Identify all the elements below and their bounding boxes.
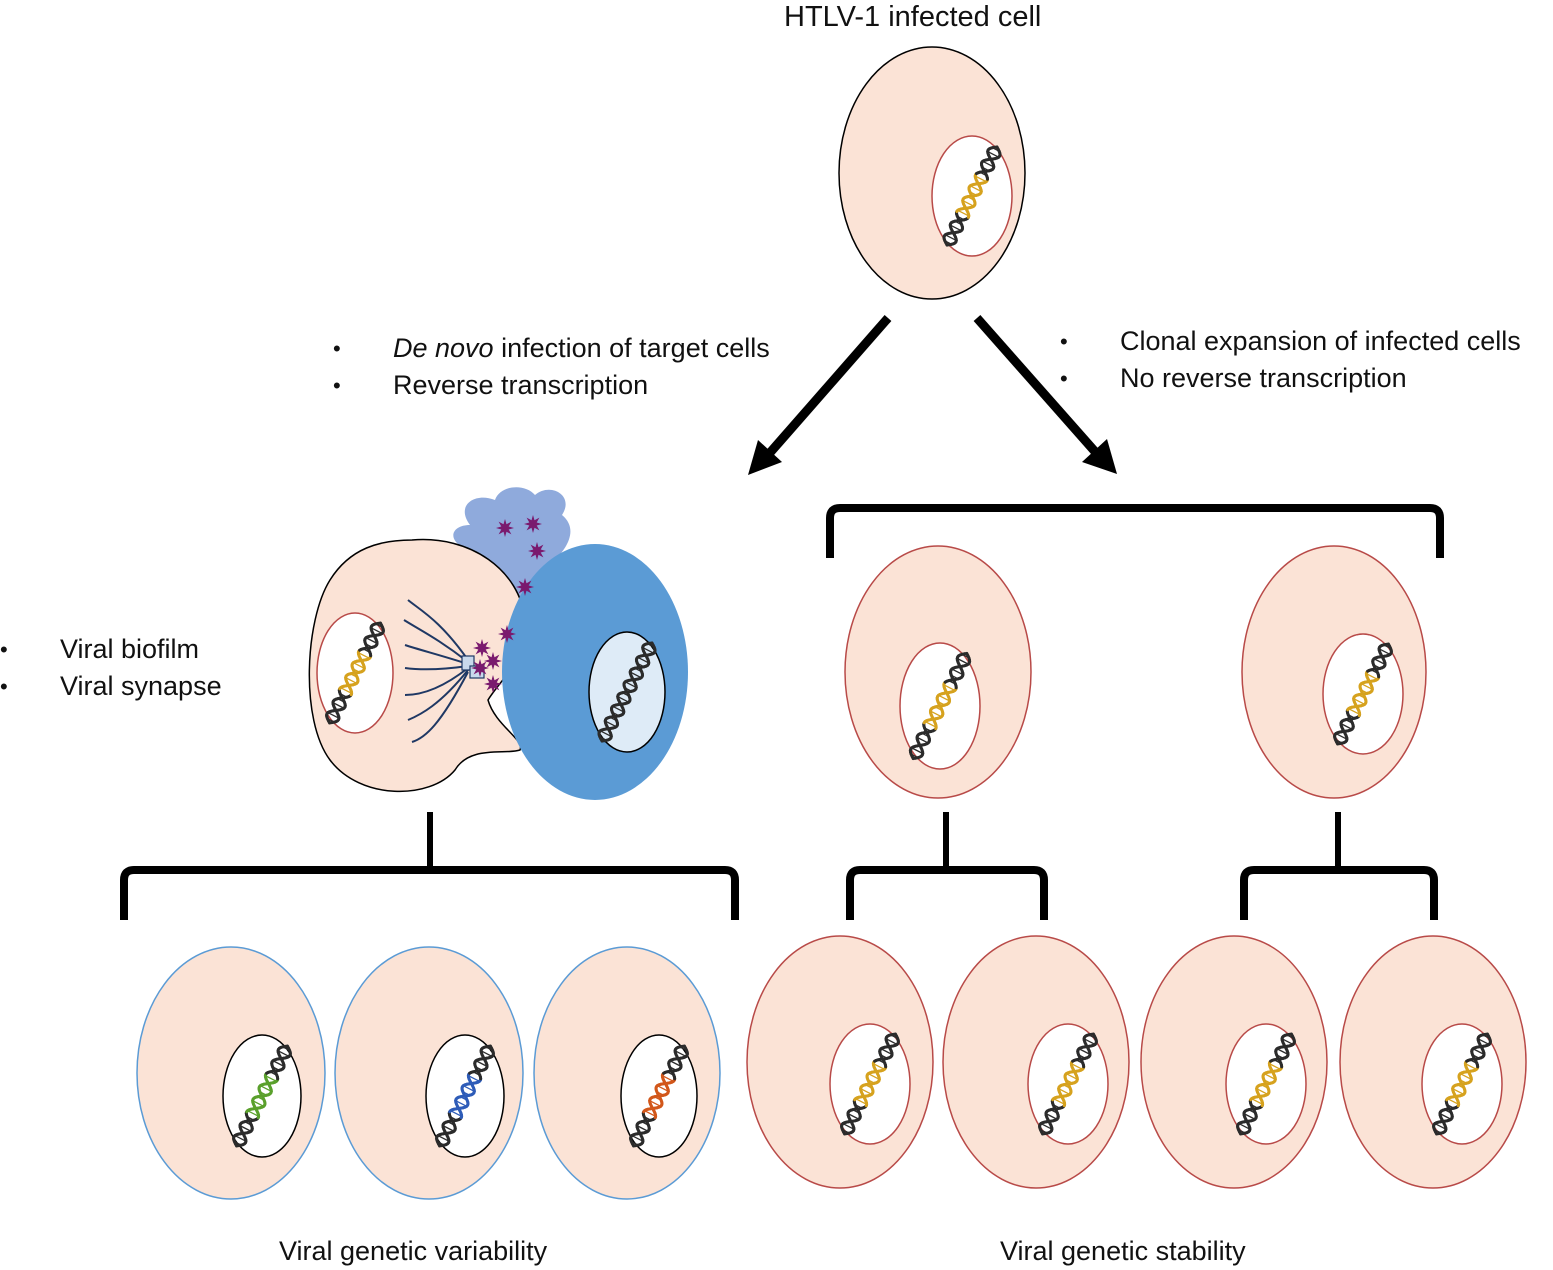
top-infected-cell: [838, 46, 1026, 300]
virus-particle-icon: [484, 652, 502, 670]
bracket-left-bottom: [120, 812, 739, 920]
side-bullets: • Viral biofilm • Viral synapse: [0, 631, 222, 705]
variant-cell-green: [136, 946, 326, 1200]
right-branch-bullet-2: • No reverse transcription: [1060, 363, 1407, 393]
synapse-target-cell: [502, 544, 688, 800]
left-branch-bullet-1-italic: De novo: [393, 333, 494, 363]
dna-helix-icon: [325, 621, 385, 725]
dna-helix-icon: [908, 651, 972, 761]
dna-helix-icon: [1432, 1032, 1492, 1136]
left-branch-bullet-2: • Reverse transcription: [333, 370, 649, 400]
clonal-cell-1: [844, 545, 1032, 799]
diagram-title: HTLV-1 infected cell: [784, 1, 1042, 33]
dna-helix-icon: [232, 1044, 292, 1148]
virus-particle-icon: [528, 542, 546, 560]
virus-particle-icon: [471, 659, 489, 677]
clone-cell-4: [1339, 935, 1527, 1189]
dna-helix-icon: [1236, 1032, 1296, 1136]
clone-cell-2: [942, 935, 1130, 1189]
footer-left-label: Viral genetic variability: [279, 1236, 548, 1266]
virus-particle-icon: [498, 625, 516, 643]
side-bullet-2: • Viral synapse: [0, 671, 222, 701]
dna-helix-icon: [629, 1044, 689, 1148]
virus-particle-icon: [484, 675, 502, 693]
right-branch-bullets: • Clonal expansion of infected cells • N…: [1060, 323, 1521, 397]
virus-particle-icon: [524, 515, 542, 533]
left-branch-bullet-1-text: infection of target cells: [493, 333, 770, 363]
clonal-cell-2: [1241, 545, 1427, 799]
virus-particle-icon: [516, 578, 534, 596]
right-branch-bullet-1: • Clonal expansion of infected cells: [1060, 326, 1521, 356]
dna-helix-icon: [435, 1044, 495, 1148]
variant-cell-orange: [533, 946, 721, 1200]
clone-cell-1: [746, 935, 934, 1189]
bracket-top-right: [826, 504, 1444, 558]
cytoskeleton-fibers: [403, 599, 469, 743]
virus-particle-icon: [496, 519, 514, 537]
side-bullet-1: • Viral biofilm: [0, 634, 200, 664]
left-branch-bullets: • De novo infection of target cells • Re…: [333, 330, 770, 404]
bracket-mid-bottom: [846, 812, 1048, 920]
footer-right-label: Viral genetic stability: [1000, 1236, 1246, 1266]
bracket-right-bottom: [1240, 812, 1438, 920]
arrow-right: [973, 315, 1117, 474]
virus-particles: [471, 515, 546, 693]
clone-cell-3: [1140, 935, 1328, 1189]
dna-helix-icon: [942, 145, 1002, 247]
variant-cell-blue: [334, 946, 524, 1200]
dna-helix-icon: [1333, 642, 1393, 746]
right-branch-bullet-1-text: Clonal expansion of infected cells: [1120, 326, 1521, 356]
left-branch-bullet-1: • De novo infection of target cells: [333, 333, 770, 363]
dna-helix-icon: [597, 641, 657, 743]
arrow-left: [748, 315, 892, 475]
synapse-infected-cell: [308, 538, 526, 793]
dna-helix-icon: [1038, 1032, 1098, 1136]
left-branch-bullet-2-text: Reverse transcription: [393, 370, 649, 400]
dna-helix-icon: [840, 1032, 900, 1136]
virus-particle-icon: [473, 639, 491, 657]
side-bullet-1-text: Viral biofilm: [60, 634, 200, 664]
side-bullet-2-text: Viral synapse: [60, 671, 222, 701]
right-branch-bullet-2-text: No reverse transcription: [1120, 363, 1407, 393]
